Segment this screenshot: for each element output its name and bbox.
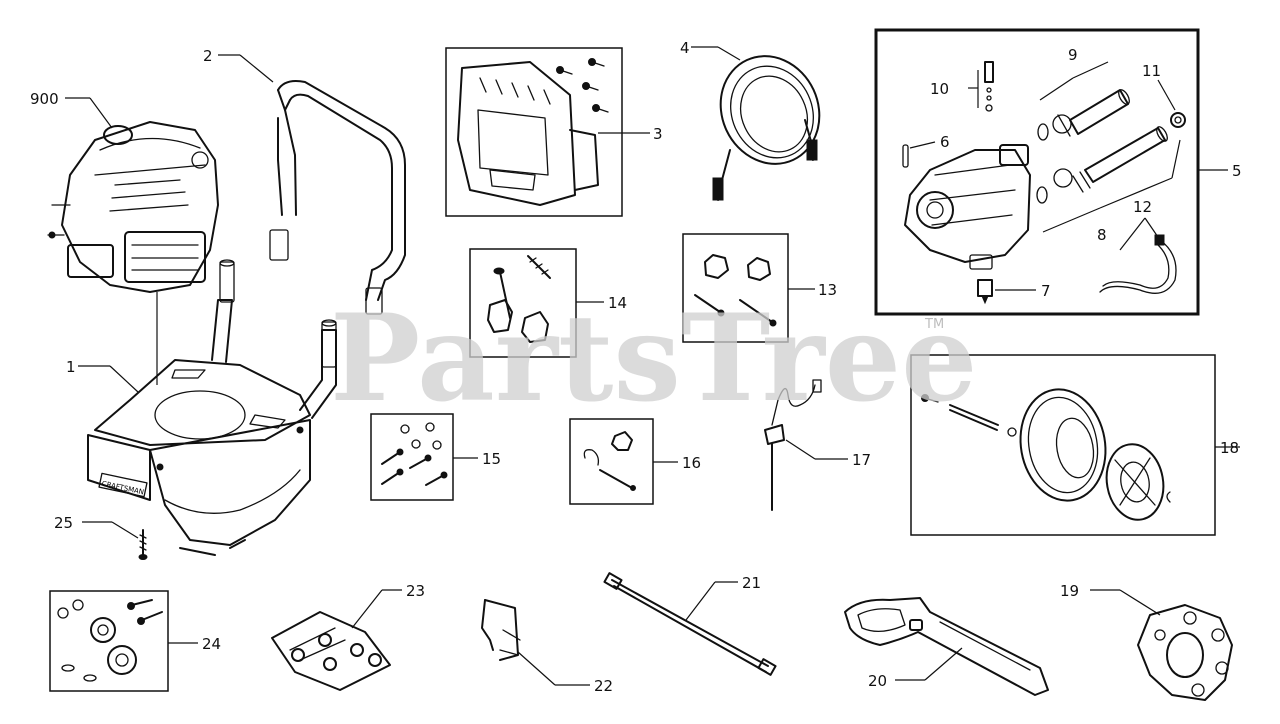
part-14-hardware-kit[interactable] <box>487 255 551 343</box>
callout-8: 8 <box>1097 226 1107 244</box>
callout-17: 17 <box>852 451 871 469</box>
part-17-dipstick[interactable] <box>764 379 822 511</box>
part-20-spray-gun[interactable] <box>844 597 1049 696</box>
part-13-box <box>682 233 789 343</box>
part-3-control-panel[interactable] <box>457 58 609 206</box>
part-10-fitting[interactable] <box>984 61 994 112</box>
watermark-trademark: TM <box>924 317 944 332</box>
callout-20: 20 <box>868 672 887 690</box>
part-12-siphon-hose[interactable] <box>1099 234 1177 294</box>
callout-12: 12 <box>1133 198 1152 216</box>
callout-11: 11 <box>1142 62 1161 80</box>
callout-19: 19 <box>1060 582 1079 600</box>
part-9-hose[interactable] <box>1037 88 1131 141</box>
callout-13: 13 <box>818 281 837 299</box>
part-5-box <box>874 28 1200 316</box>
part-24-hardware-kit[interactable] <box>57 599 163 682</box>
callout-5: 5 <box>1232 162 1242 180</box>
callout-14: 14 <box>608 294 627 312</box>
part-22-bracket[interactable] <box>481 599 521 661</box>
callout-4: 4 <box>680 39 690 57</box>
part-15-hardware-kit[interactable] <box>381 422 448 486</box>
callout-25: 25 <box>54 514 73 532</box>
part-16-hardware-kit[interactable] <box>583 431 636 491</box>
callout-7: 7 <box>1041 282 1051 300</box>
callout-24: 24 <box>202 635 221 653</box>
part-23-nozzle-holder[interactable] <box>271 611 391 691</box>
callout-6: 6 <box>940 133 950 151</box>
watermark-text: PartsTree <box>330 288 977 429</box>
part-13-hardware-kit[interactable] <box>694 254 777 327</box>
part-900-engine[interactable] <box>47 121 219 293</box>
part-19-hose-reel-plate[interactable] <box>1137 604 1233 701</box>
part-4-hose[interactable] <box>703 40 836 201</box>
part-3-box <box>445 47 623 217</box>
part-5-pump[interactable] <box>904 144 1031 270</box>
part-25-bolt[interactable] <box>138 529 148 560</box>
part-15-box <box>370 413 454 501</box>
part-1-frame[interactable]: CRAFTSMAN <box>87 259 337 556</box>
callout-15: 15 <box>482 450 501 468</box>
callout-23: 23 <box>406 582 425 600</box>
callout-2: 2 <box>203 47 213 65</box>
callout-21: 21 <box>742 574 761 592</box>
part-2-handle[interactable] <box>269 80 406 315</box>
part-8-hose[interactable] <box>1036 125 1169 204</box>
callout-16: 16 <box>682 454 701 472</box>
part-7-plug[interactable] <box>977 279 993 305</box>
callout-9: 9 <box>1068 46 1078 64</box>
part-18-wheel-kit[interactable] <box>921 383 1171 525</box>
part-16-box <box>569 418 654 505</box>
callout-18: 18 <box>1220 439 1239 457</box>
callout-3: 3 <box>653 125 663 143</box>
part-11-nut[interactable] <box>1170 112 1186 128</box>
callout-10: 10 <box>930 80 949 98</box>
part-6-pin[interactable] <box>902 144 909 168</box>
part-18-box <box>910 354 1216 536</box>
part-21-spray-wand[interactable] <box>603 572 777 676</box>
part-14-box <box>469 248 577 358</box>
callout-1: 1 <box>66 358 76 376</box>
callout-900: 900 <box>30 90 59 108</box>
frame-brand-label: CRAFTSMAN <box>101 480 145 497</box>
part-24-box <box>49 590 169 692</box>
callout-22: 22 <box>594 677 613 695</box>
